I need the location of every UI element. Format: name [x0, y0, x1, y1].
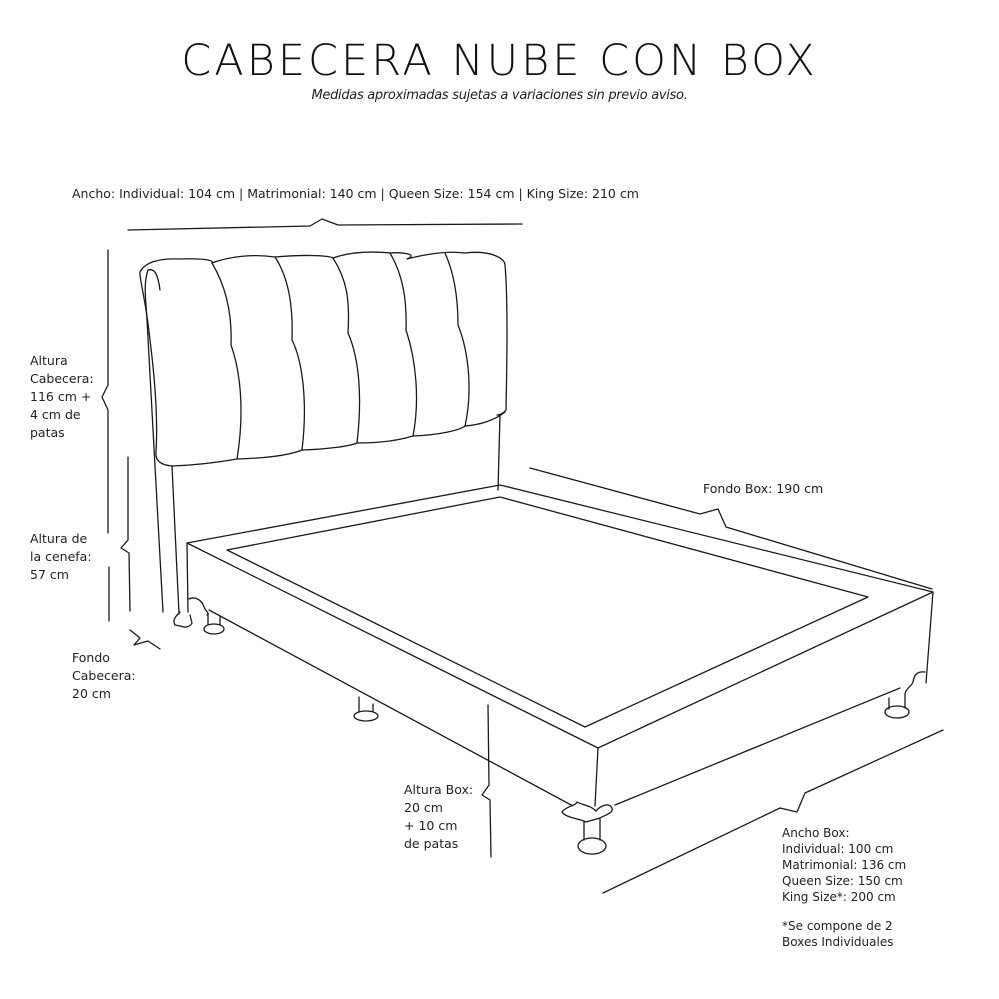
channel-seam-4	[389, 252, 418, 437]
box-front-bottom-edge	[208, 609, 574, 807]
headboard-bottom-outline	[171, 411, 506, 467]
box-front-corner-edge	[594, 747, 599, 807]
channel-seam-1	[211, 262, 242, 460]
leg-front-left-back	[173, 611, 193, 628]
box-height-dimension-line	[481, 704, 492, 858]
page-title: CABECERA NUBE CON BOX	[181, 36, 818, 86]
cenefa-height-label: Altura de la cenefa: 57 cm	[30, 531, 92, 582]
headboard-depth-dimension-line	[129, 629, 161, 650]
leg-middle-left	[353, 696, 379, 722]
box-top-inner	[226, 496, 869, 728]
leg-front-corner	[561, 801, 613, 855]
headboard-left-roll-inner	[147, 269, 161, 291]
disclaimer-subtitle: Medidas aproximadas sujetas a variacione…	[311, 88, 688, 103]
box-depth-label: Fondo Box: 190 cm	[703, 481, 824, 496]
king-size-footnote: *Se compone de 2 Boxes Individuales	[782, 919, 894, 949]
leg-left-front	[188, 597, 225, 635]
headboard-width-label: Ancho: Individual: 104 cm | Matrimonial:…	[72, 186, 639, 201]
box-width-label: Ancho Box: Individual: 100 cm Matrimonia…	[782, 826, 907, 904]
headboard-height-label: Altura Cabecera: 116 cm + 4 cm de patas	[30, 353, 94, 440]
box-height-label: Altura Box: 20 cm + 10 cm de patas	[404, 782, 474, 851]
box-top-outer	[186, 484, 934, 749]
box-right-bottom-edge	[614, 687, 901, 806]
channel-seam-2	[274, 256, 306, 451]
leg-right-back	[884, 671, 926, 719]
headboard-right-edge	[496, 264, 508, 416]
headboard-height-dimension-line	[101, 249, 109, 534]
box-right-vertical-edge	[925, 591, 934, 684]
box-depth-dimension-line	[529, 467, 933, 590]
channel-seam-5	[444, 252, 470, 427]
headboard-base-panel	[497, 414, 501, 491]
headboard-side-inner	[171, 465, 180, 615]
headboard-depth-label: Fondo Cabecera: 20 cm	[72, 650, 136, 701]
headboard-left-roll	[139, 271, 173, 467]
headboard-width-dimension-line	[127, 218, 523, 231]
channel-seam-3	[332, 257, 361, 444]
cenefa-height-dimension-line	[120, 456, 131, 612]
box-left-vertical-edge	[186, 542, 189, 613]
box-width-dimension-line	[602, 729, 944, 894]
